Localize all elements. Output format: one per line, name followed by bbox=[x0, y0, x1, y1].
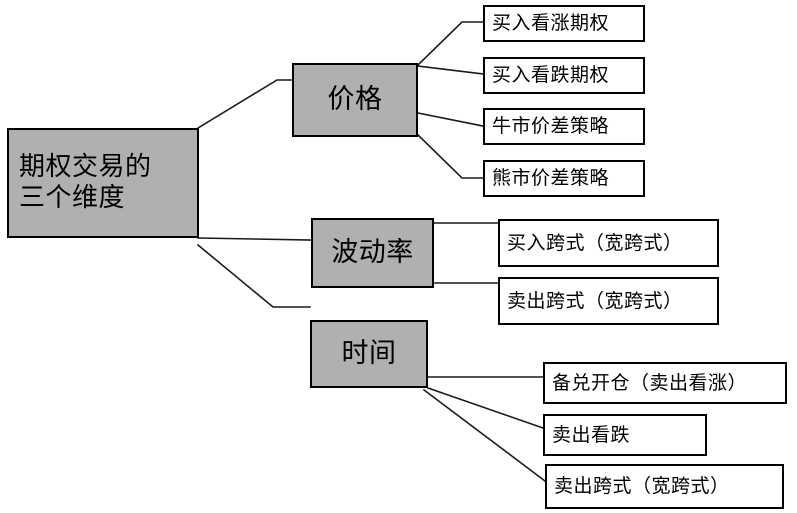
leaf-node-long-straddle[interactable]: 买入跨式（宽跨式） bbox=[498, 219, 719, 267]
edge-time-short-straddle bbox=[422, 388, 547, 483]
leaf-node-short-put-label: 卖出看跌 bbox=[552, 423, 631, 446]
leaf-node-bull-spread[interactable]: 牛市价差策略 bbox=[483, 108, 645, 145]
leaf-node-short-straddle-time[interactable]: 卖出跨式（宽跨式） bbox=[545, 464, 784, 509]
edge-price-bear-spread bbox=[416, 133, 484, 179]
leaf-node-bear-spread[interactable]: 熊市价差策略 bbox=[483, 160, 645, 197]
leaf-node-long-put-label: 买入看跌期权 bbox=[492, 64, 610, 87]
branch-node-price[interactable]: 价格 bbox=[292, 63, 418, 137]
branch-node-time[interactable]: 时间 bbox=[310, 320, 428, 388]
edge-price-long-call bbox=[416, 21, 484, 67]
edge-price-long-put bbox=[417, 65, 484, 75]
leaf-node-short-straddle-time-label: 卖出跨式（宽跨式） bbox=[554, 475, 730, 498]
root-node-label: 期权交易的 三个维度 bbox=[19, 152, 152, 213]
leaf-node-long-call-label: 买入看涨期权 bbox=[492, 12, 610, 35]
branch-node-time-label: 时间 bbox=[341, 338, 397, 370]
branch-node-volatility[interactable]: 波动率 bbox=[311, 218, 434, 288]
leaf-node-bear-spread-label: 熊市价差策略 bbox=[492, 167, 610, 190]
leaf-node-covered-call-label: 备兑开仓（卖出看涨） bbox=[552, 371, 748, 394]
edge-time-short-put bbox=[426, 386, 545, 430]
leaf-node-long-call[interactable]: 买入看涨期权 bbox=[483, 5, 645, 42]
edge-price-bull-spread bbox=[417, 112, 484, 127]
branch-node-volatility-label: 波动率 bbox=[331, 237, 414, 269]
leaf-node-bull-spread-label: 牛市价差策略 bbox=[492, 115, 610, 138]
leaf-node-long-straddle-label: 买入跨式（宽跨式） bbox=[507, 231, 683, 254]
leaf-node-short-straddle[interactable]: 卖出跨式（宽跨式） bbox=[498, 277, 719, 325]
leaf-node-short-put[interactable]: 卖出看跌 bbox=[543, 414, 707, 456]
leaf-node-covered-call[interactable]: 备兑开仓（卖出看涨） bbox=[543, 362, 787, 404]
edge-root-time bbox=[196, 243, 311, 308]
root-node[interactable]: 期权交易的 三个维度 bbox=[7, 128, 199, 238]
branch-node-price-label: 价格 bbox=[327, 84, 383, 116]
leaf-node-short-straddle-label: 卖出跨式（宽跨式） bbox=[507, 289, 683, 312]
leaf-node-long-put[interactable]: 买入看跌期权 bbox=[483, 57, 645, 94]
edge-root-volatility bbox=[197, 237, 312, 241]
edge-root-price bbox=[196, 79, 293, 130]
